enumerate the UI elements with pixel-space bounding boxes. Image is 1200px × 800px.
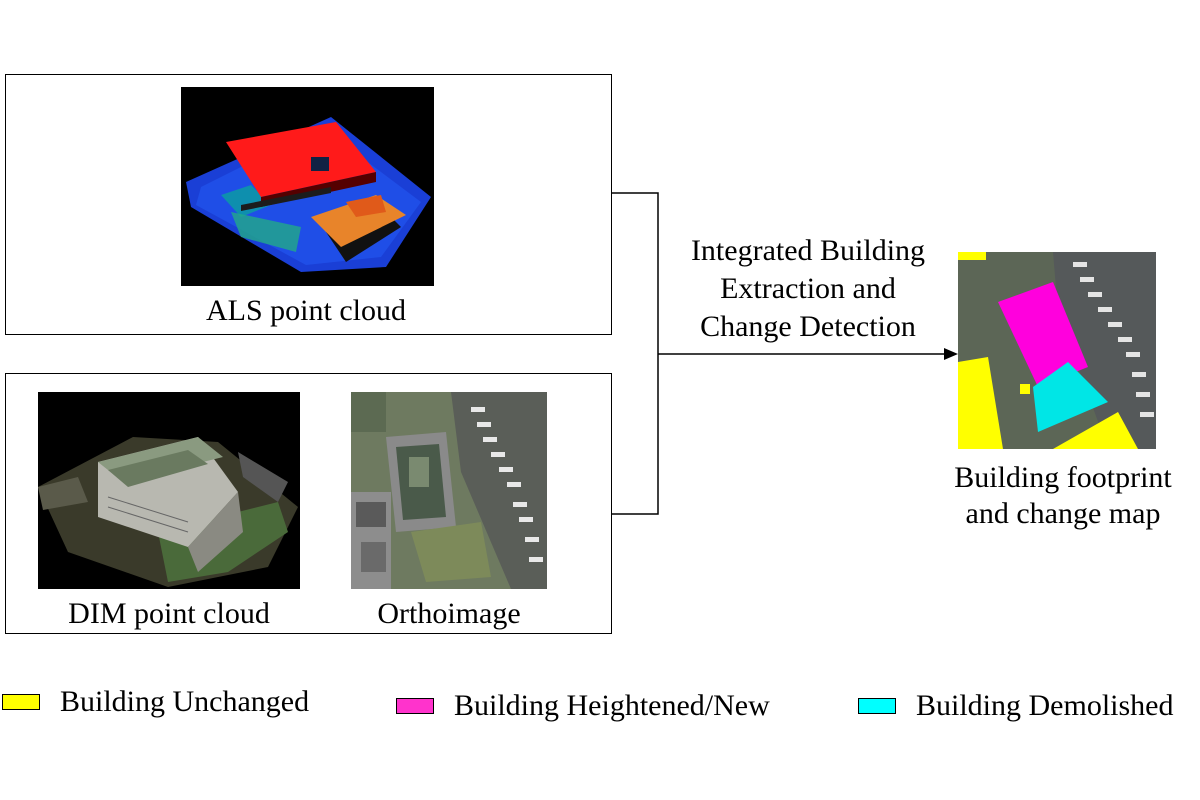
ortho-caption: Orthoimage [377, 597, 521, 630]
legend-swatch-unchanged [2, 694, 40, 710]
legend-item-heightened: Building Heightened/New [396, 690, 770, 722]
legend-swatch-heightened [396, 698, 434, 714]
unchanged-region-1 [958, 252, 986, 260]
legend-label-heightened: Building Heightened/New [454, 689, 770, 722]
dim-point-cloud-image [38, 392, 300, 589]
orthoimage-image [351, 392, 547, 589]
output-label: Building footprint and change map [915, 460, 1200, 532]
als-input-box: ALS point cloud [5, 74, 612, 335]
unchanged-region-2 [958, 357, 1003, 449]
change-map-image [958, 252, 1156, 449]
legend-item-unchanged: Building Unchanged [2, 686, 309, 718]
process-label: Integrated Building Extraction and Chang… [658, 232, 958, 346]
als-point-cloud-image [181, 87, 434, 286]
dim-caption: DIM point cloud [68, 597, 270, 630]
dim-ortho-input-box: DIM point cloud Orthoimage [5, 373, 612, 634]
process-label-line-2: Extraction and [720, 272, 896, 305]
als-caption: ALS point cloud [206, 294, 406, 327]
output-label-line-1: Building footprint [954, 461, 1172, 494]
legend-swatch-demolished [858, 698, 896, 714]
demolished-region [1033, 362, 1108, 432]
process-label-line-1: Integrated Building [690, 234, 926, 267]
unchanged-region-4 [1020, 384, 1030, 394]
process-label-line-3: Change Detection [700, 310, 916, 343]
legend-label-unchanged: Building Unchanged [60, 685, 310, 718]
heightened-region [998, 282, 1088, 387]
bracket-connector [612, 192, 659, 515]
legend-item-demolished: Building Demolished [858, 690, 1174, 722]
output-label-line-2: and change map [965, 497, 1161, 530]
unchanged-region-3 [1053, 412, 1138, 449]
flow-arrow-head [944, 348, 958, 360]
legend-label-demolished: Building Demolished [916, 689, 1174, 722]
